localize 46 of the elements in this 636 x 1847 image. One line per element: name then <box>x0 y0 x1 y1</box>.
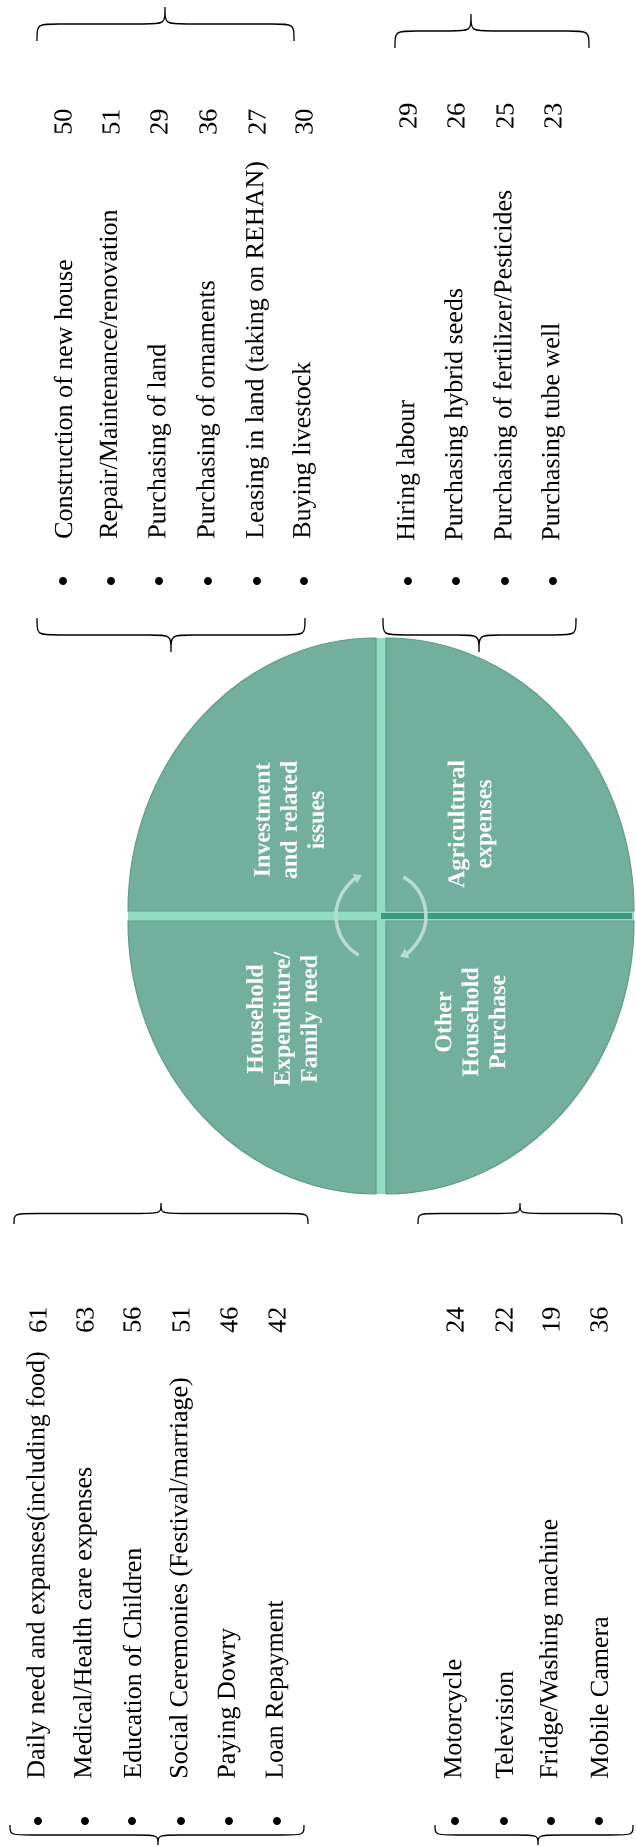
count-value: 29 <box>150 109 168 134</box>
list-item: Repair/Maintenance/renovation <box>99 209 123 539</box>
count-value: 30 <box>295 109 313 134</box>
count-value: 36 <box>590 1307 608 1332</box>
quadrant: Agricultural expenses <box>385 637 635 912</box>
list-item: Construction of new house <box>53 260 73 538</box>
count-value: 61 <box>29 1308 47 1332</box>
count-value: 27 <box>248 109 266 134</box>
count-value: 51 <box>102 110 120 134</box>
list-item: Mobile Camera <box>589 1616 609 1779</box>
list-item: Purchasing of ornaments <box>196 281 220 539</box>
quadrant: Other Household Purchase <box>385 920 635 1195</box>
count-value: 46 <box>220 1307 238 1333</box>
count-value: 63 <box>76 1307 94 1332</box>
list-item: Social Ceremonies (Festival/marriage) <box>169 1378 193 1778</box>
count-value: 50 <box>54 109 72 134</box>
count-value: 26 <box>447 103 465 128</box>
list-item: Purchasing hybrid seeds <box>444 289 468 541</box>
count-value: 56 <box>123 1307 141 1332</box>
list-item: Education of Children <box>122 1548 142 1779</box>
list-item: Hiring labour <box>396 400 420 541</box>
list-item: Daily need and expanses(including food) <box>26 1352 50 1779</box>
list-item: Fridge/Washing machine <box>539 1519 563 1779</box>
quadrant: Household Expenditure/ Family need <box>127 920 377 1195</box>
list-item: Purchasing of land <box>147 344 171 539</box>
count-value: 36 <box>199 109 217 134</box>
count-value: 29 <box>399 103 417 128</box>
list-item: Buying livestock <box>292 361 316 539</box>
list-item: Paying Dowry <box>217 1627 241 1779</box>
list-item: Leasing in land (taking on REHAN) <box>245 162 269 539</box>
list-item: Loan Repayment <box>265 1600 289 1779</box>
list-item: Medical/Health care expenses <box>73 1467 97 1779</box>
count-value: 24 <box>446 1307 464 1332</box>
list-item: Purchasing of fertilizer/Pesticides <box>493 190 517 541</box>
count-value: 22 <box>495 1308 513 1332</box>
list-item: Purchasing tube well <box>541 323 565 541</box>
count-value: 23 <box>544 103 562 128</box>
count-value: 25 <box>496 103 514 128</box>
curved-arrow <box>400 875 428 959</box>
quadrant: Investment and related issues <box>127 637 377 912</box>
list-item: Television <box>494 1671 514 1779</box>
curved-arrow <box>334 873 362 957</box>
count-value: 19 <box>542 1307 560 1331</box>
count-value: 42 <box>268 1308 286 1333</box>
list-item: Motorcycle <box>443 1659 467 1779</box>
count-value: 51 <box>172 1308 190 1332</box>
